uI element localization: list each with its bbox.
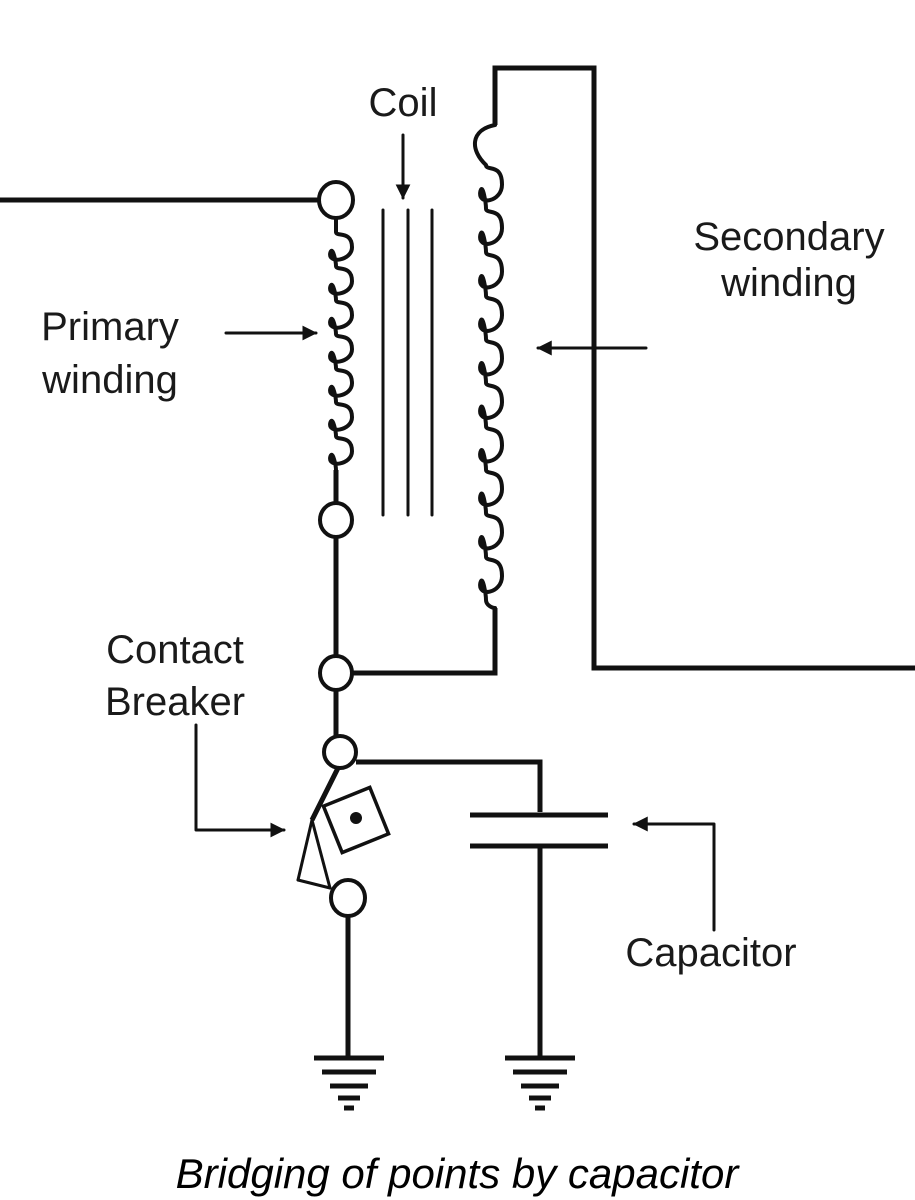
coil-label: Coil	[369, 81, 438, 125]
terminal-primary-bottom	[318, 501, 354, 539]
diagram-caption: Bridging of points by capacitor	[176, 1150, 741, 1197]
contact-breaker-label-line1: Contact	[106, 628, 244, 672]
terminal-top	[317, 180, 355, 220]
iron-core	[381, 208, 434, 517]
contact-breaker-arrow	[194, 723, 286, 838]
secondary-winding-label-line1: Secondary	[693, 215, 884, 259]
primary-winding-label-line1: Primary	[41, 305, 179, 349]
secondary-winding	[472, 123, 504, 610]
capacitor-arrow	[632, 816, 716, 932]
contact-breaker-label-line2: Breaker	[105, 680, 245, 724]
ground-symbol-right	[505, 1055, 575, 1111]
cam-pivot	[350, 812, 362, 824]
secondary-winding-label-line2: winding	[720, 261, 857, 305]
terminal-breaker-top	[322, 734, 358, 770]
primary-winding	[328, 216, 354, 472]
primary-winding-label-line2: winding	[41, 358, 178, 402]
secondary-return-wire	[350, 608, 498, 676]
terminal-contact-node	[318, 654, 354, 692]
secondary-output-wire	[492, 65, 915, 671]
terminal-breaker-bottom	[329, 878, 367, 918]
capacitor-label: Capacitor	[625, 931, 796, 975]
ground-symbol-left	[314, 1055, 384, 1111]
contact-breaker	[296, 766, 391, 918]
capacitor-feed-wire	[356, 759, 543, 812]
